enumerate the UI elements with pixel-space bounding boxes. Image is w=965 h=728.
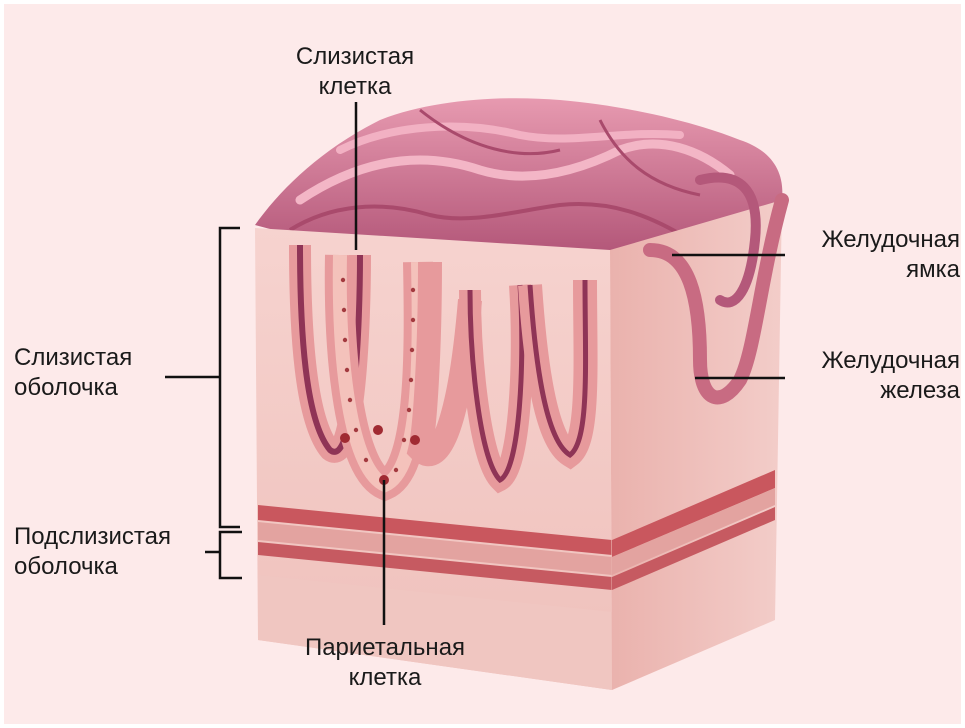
gastric-pit-label-line2: ямка xyxy=(790,255,960,285)
mucosa-label-line1: Слизистая xyxy=(14,343,174,373)
mucosa-bracket xyxy=(220,228,240,527)
mucous-cell-label-line1: Слизистая xyxy=(280,42,430,72)
parietal-cell-label-line1: Париетальная xyxy=(280,633,490,663)
gastric-gland-label-line2: железа xyxy=(790,376,960,406)
parietal-cell-label: Париетальная клетка xyxy=(280,633,490,693)
mucous-cell-label-line2: клетка xyxy=(280,72,430,102)
submucosa-label-line2: оболочка xyxy=(14,552,214,582)
mucosa-label-line2: оболочка xyxy=(14,373,174,403)
gastric-pit-label-line1: Желудочная xyxy=(790,225,960,255)
mucous-cell-label: Слизистая клетка xyxy=(280,42,430,102)
submucosa-label-line1: Подслизистая xyxy=(14,522,214,552)
mucosa-label: Слизистая оболочка xyxy=(14,343,174,403)
gastric-gland-label-line1: Желудочная xyxy=(790,346,960,376)
gastric-pit-label: Желудочная ямка xyxy=(790,225,960,285)
gastric-gland-label: Желудочная железа xyxy=(790,346,960,406)
submucosa-label: Подслизистая оболочка xyxy=(14,522,214,582)
parietal-cell-label-line2: клетка xyxy=(280,663,490,693)
submucosa-bracket xyxy=(220,532,242,578)
